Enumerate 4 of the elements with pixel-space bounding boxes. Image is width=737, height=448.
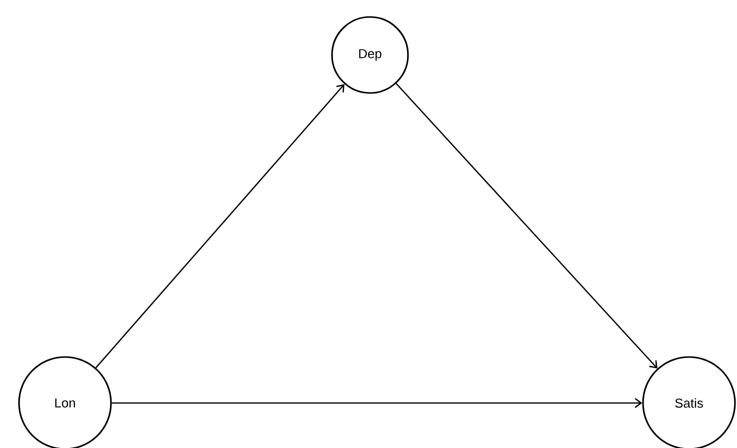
arrow (112, 398, 642, 408)
arrow (396, 83, 658, 368)
arrow (95, 84, 344, 368)
circle-node: Dep (331, 16, 409, 94)
